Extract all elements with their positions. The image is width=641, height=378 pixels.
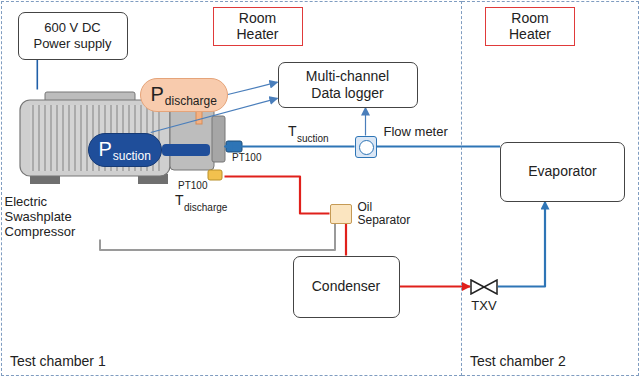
power-cable [36,60,38,90]
component-label: Oil Separator [358,201,420,229]
pressure-subscript: suction [113,150,151,162]
flow-meter-dial [359,140,374,155]
test-chamber-region: Test chamber 2 Room HeaterEvaporatorTXV [462,1,639,376]
compressor-label: Electric Swashplate Compressor [5,195,85,240]
temperature-symbol: T [288,124,297,138]
box-label: Room Heater [494,10,566,44]
signal-line [228,82,278,94]
power-supply-box: 600 V DC Power supply [18,12,128,60]
liquid-line [400,285,471,287]
room-heater-box: Room Heater [485,7,575,47]
box-label: Condenser [312,278,381,295]
chamber-label: Test chamber 2 [470,353,566,369]
temperature-subscript: suction [297,134,329,144]
pressure-sensor: Pdischarge [140,78,228,112]
component-label: TXV [464,299,504,314]
temperature-subscript: discharge [184,203,227,213]
pressure-subscript: discharge [165,95,217,107]
valve-symbol [470,279,498,295]
condenser-box: Condenser [293,256,400,318]
oil-return-line [100,224,335,251]
temperature-symbol: T [175,193,184,207]
data-logger-box: Multi-channel Data logger [278,62,418,108]
oil-separator: Oil Separator [330,204,352,224]
chamber-label: Test chamber 1 [10,353,106,369]
valve-outline [471,280,497,294]
box-label: 600 V DC Power supply [27,20,119,51]
box-label: Multi-channel Data logger [295,68,401,102]
box-label: Room Heater [222,10,294,44]
pt100-sensor [208,170,222,180]
evaporator-box: Evaporator [500,142,625,202]
compressor-body [20,100,170,176]
sensor-label: PT100 [232,153,261,163]
sensor-label: PT100 [178,181,207,191]
test-chamber-region: Test chamber 1 Room Heater 600 V DC Power … [1,1,462,376]
expansion-valve: TXV [470,279,498,295]
pressure-symbol: P [151,84,164,104]
signal-line [365,108,366,136]
suction-line [377,145,501,147]
suction-sensor-body [162,144,210,156]
room-heater-box: Room Heater [213,7,303,47]
box-label: Evaporator [528,163,596,180]
pressure-symbol: P [99,139,112,159]
pressure-sensor: Psuction [88,133,162,167]
discharge-line [225,177,330,214]
component-label: Flow meter [384,125,464,140]
discharge-line [345,224,347,256]
flange [212,116,225,162]
suction-line [225,145,355,147]
compressor: Electric Swashplate Compressor [5,90,225,240]
flow-meter: Flow meter [355,136,377,158]
evaporator-inlet-line [498,202,545,287]
